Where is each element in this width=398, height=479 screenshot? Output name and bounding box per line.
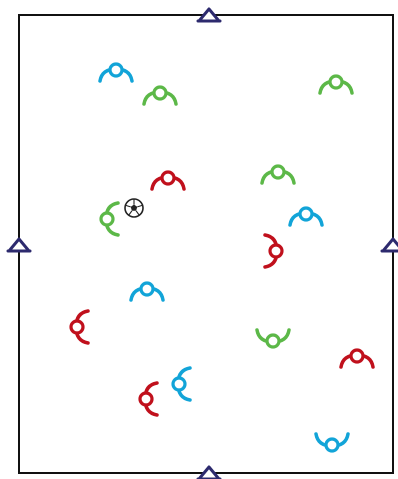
player-icon-blue <box>316 434 348 451</box>
player-icon-red <box>152 172 184 189</box>
player-icon-red <box>341 350 373 367</box>
player-icon-blue <box>131 283 163 300</box>
player-icon-red <box>71 311 88 343</box>
player-icon-green <box>144 87 176 104</box>
player-icon-blue <box>173 368 190 400</box>
player-icon-green <box>257 330 289 347</box>
cone-marker-right <box>382 239 398 251</box>
player-icon-red <box>265 235 282 267</box>
player-icon-blue <box>100 64 132 81</box>
player-icon-blue <box>290 208 322 225</box>
players <box>71 64 373 451</box>
player-icon-green <box>262 166 294 183</box>
cone-marker-left <box>8 239 30 251</box>
player-icon-red <box>140 383 157 415</box>
player-icon-green <box>320 76 352 93</box>
soccer-ball-icon <box>125 199 143 217</box>
player-icon-green <box>101 203 118 235</box>
